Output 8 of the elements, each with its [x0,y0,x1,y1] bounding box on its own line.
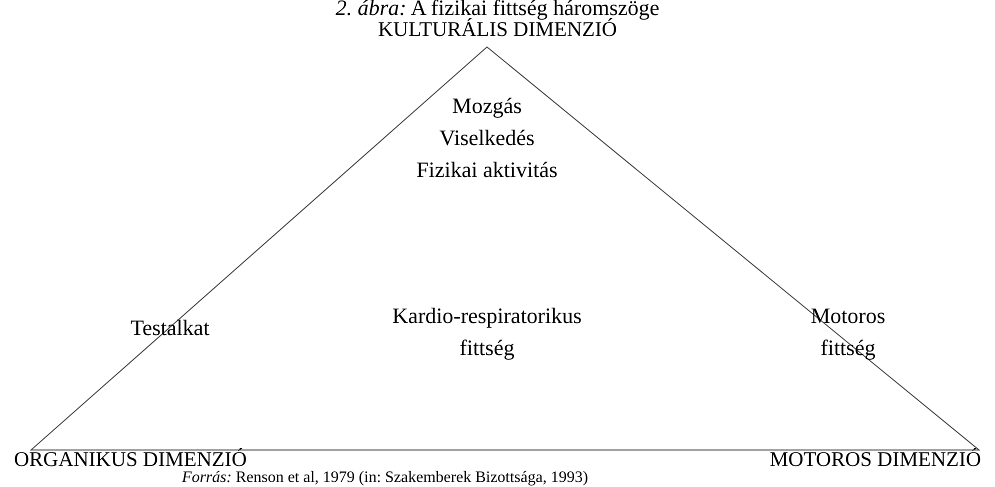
triangle-text: Mozgás [451,92,523,120]
triangle-text: Viselkedés [438,124,536,152]
vertex-label: ORGANIKUS DIMENZIÓ [14,448,247,470]
vertex-label: MOTOROS DIMENZIÓ [770,448,981,470]
triangle-text: Fizikai aktivitás [415,156,559,184]
triangle-text: Kardio-respiratorikus fittség [391,302,583,362]
vertex-label: KULTURÁLIS DIMENZIÓ [377,18,617,40]
source-caption: Forrás: Renson et al, 1979 (in: Szakemberek Bizottsága, 1993) [180,469,590,487]
